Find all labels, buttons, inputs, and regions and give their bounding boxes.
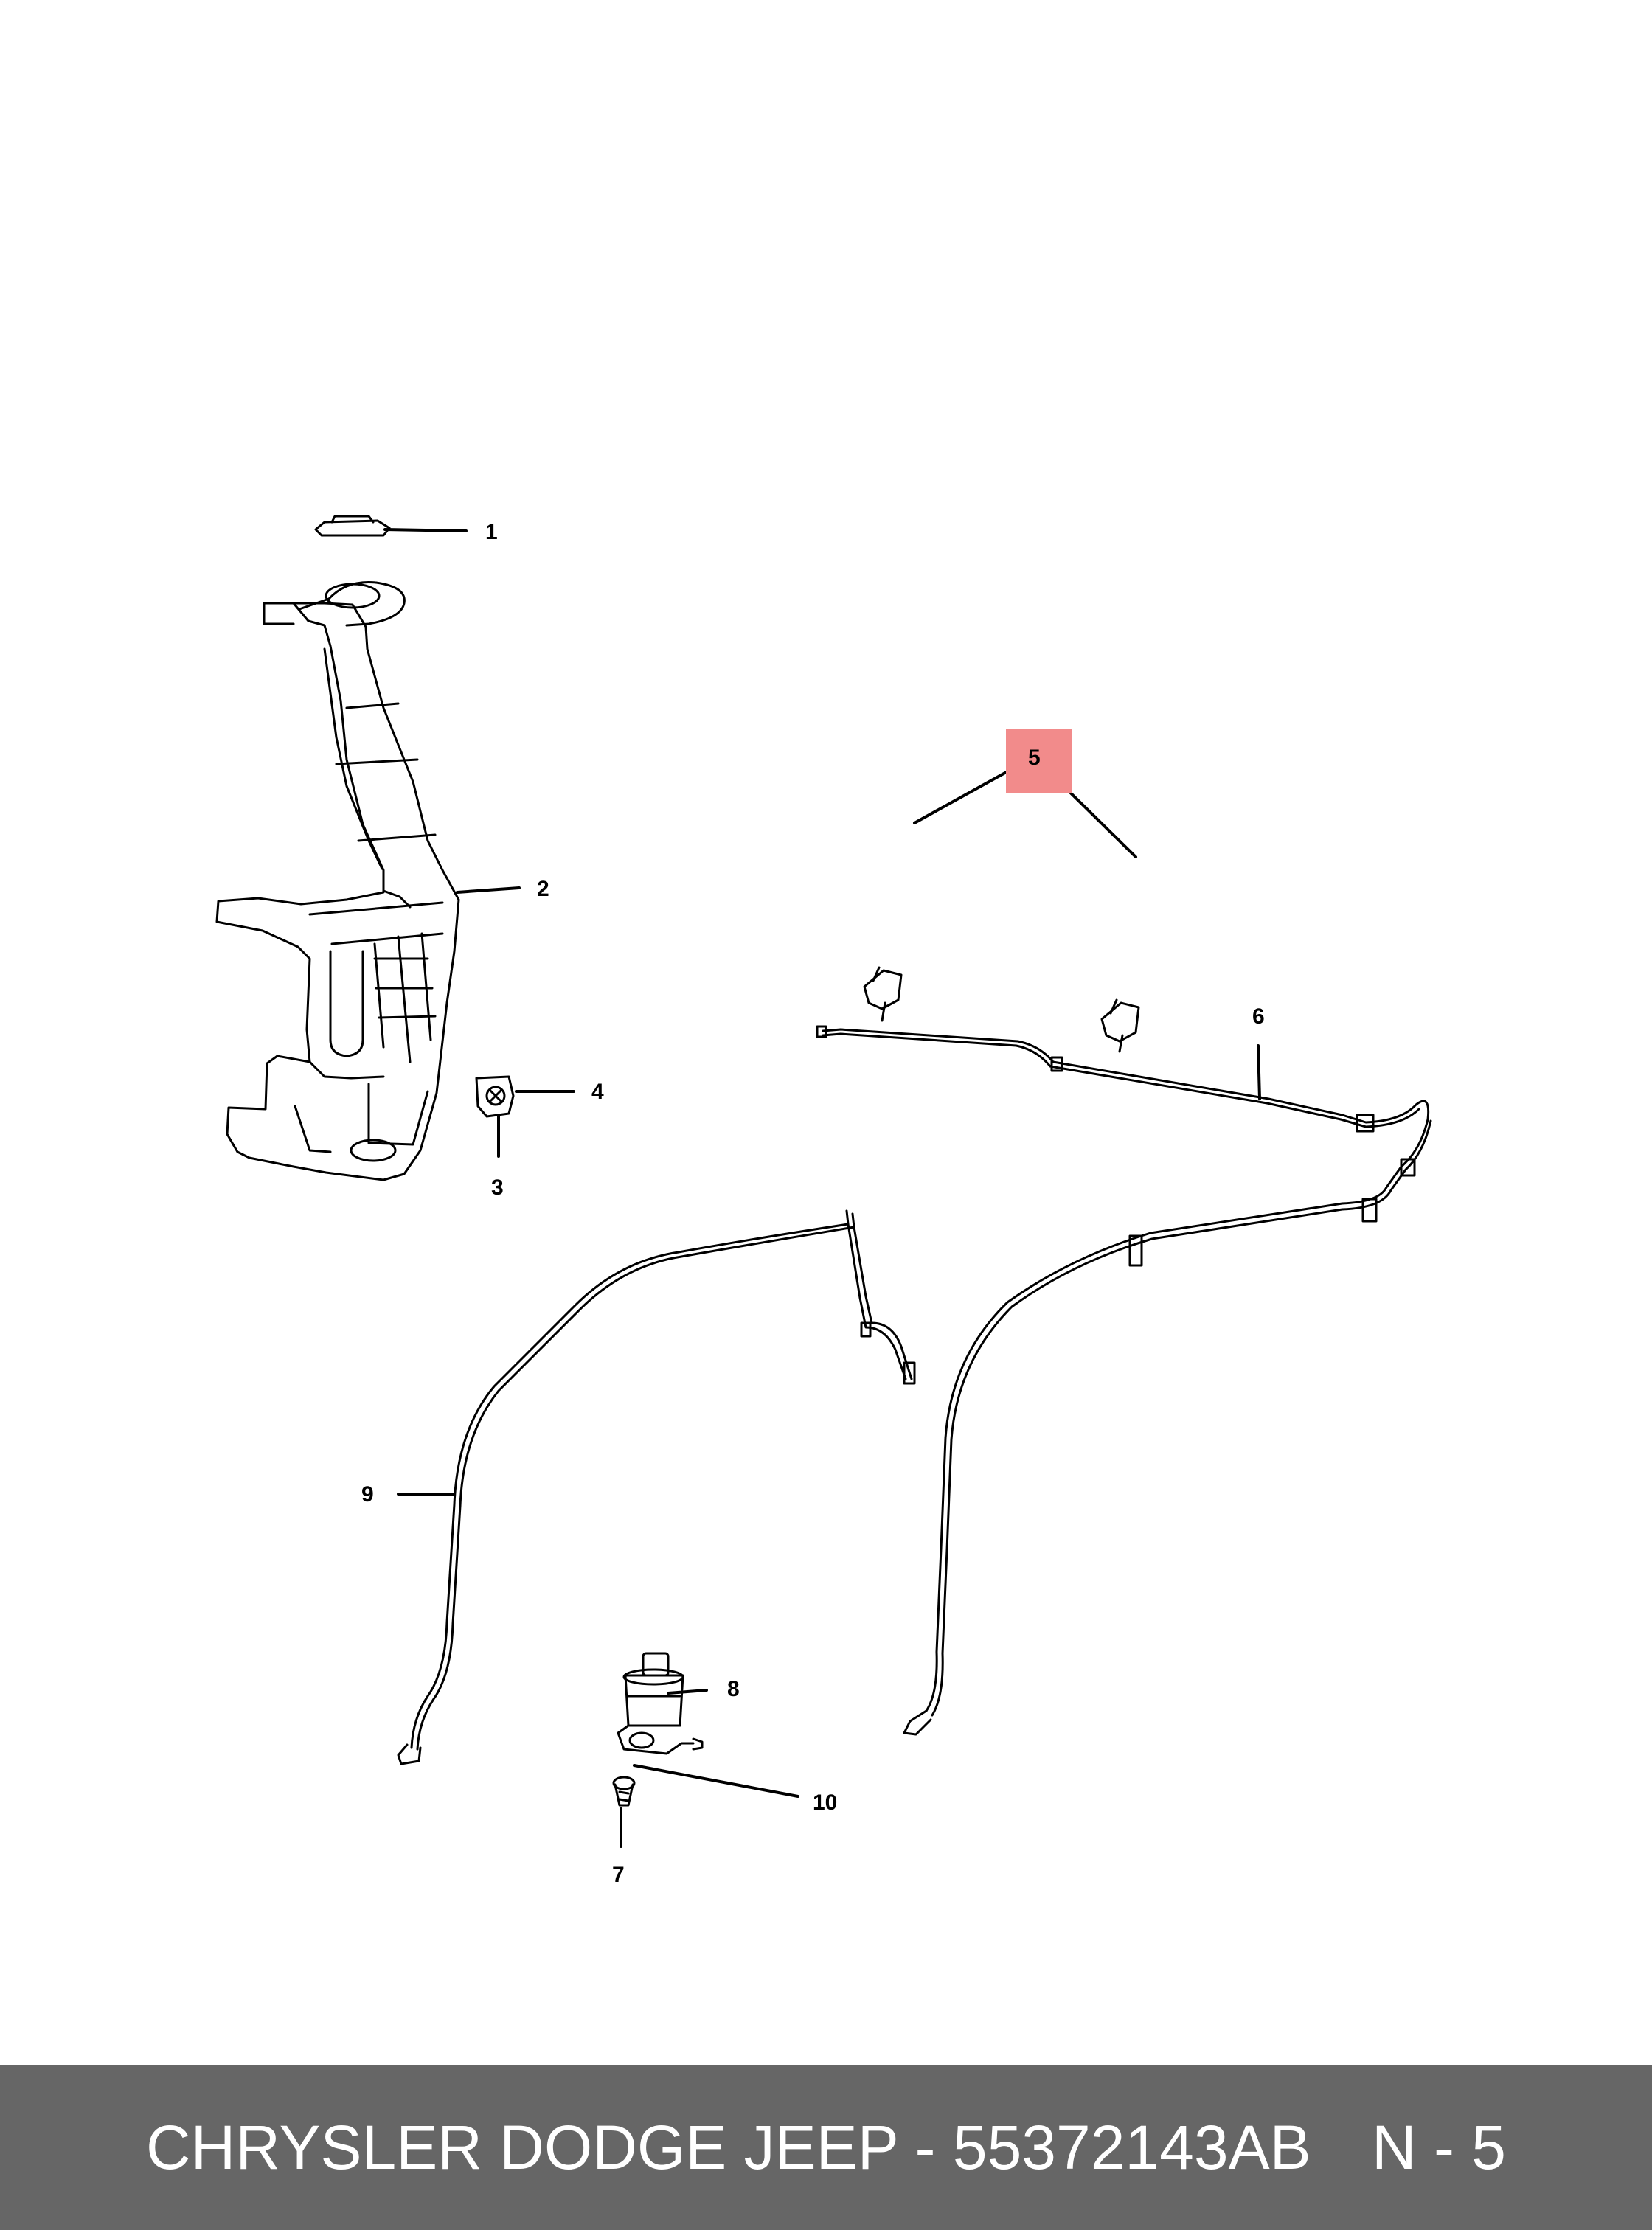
callout-3: 3 bbox=[491, 1175, 504, 1200]
reservoir-cap-part bbox=[314, 515, 391, 537]
callout-4: 4 bbox=[591, 1080, 604, 1104]
footer-bar: CHRYSLER DODGE JEEP - 55372143AB N - 5 bbox=[0, 2065, 1652, 2230]
diagram-ref-label: N - 5 bbox=[1372, 2113, 1507, 2182]
highlight-box bbox=[1006, 729, 1072, 793]
callout-8: 8 bbox=[727, 1677, 740, 1701]
callout-labels: 1 2 3 4 5 6 7 8 9 10 bbox=[361, 520, 1265, 1887]
callout-2: 2 bbox=[537, 877, 549, 901]
callout-6: 6 bbox=[1252, 1004, 1265, 1029]
washer-nozzles-part bbox=[863, 966, 1140, 1053]
leader-lines bbox=[384, 528, 1261, 1848]
washer-reservoir-part bbox=[215, 580, 460, 1181]
callout-1: 1 bbox=[485, 520, 498, 544]
callout-7: 7 bbox=[612, 1863, 625, 1887]
bracket-clip-part bbox=[475, 1075, 515, 1118]
callout-10: 10 bbox=[813, 1790, 837, 1815]
nozzle-hose-part bbox=[816, 1025, 1432, 1736]
callout-5: 5 bbox=[1028, 746, 1041, 770]
screw-part bbox=[612, 1776, 636, 1807]
callout-9: 9 bbox=[361, 1482, 374, 1507]
washer-hose-part bbox=[397, 1209, 916, 1765]
washer-pump-part bbox=[617, 1652, 704, 1755]
parts-diagram: 1 2 3 4 5 6 7 8 9 10 bbox=[215, 515, 1432, 1887]
part-number-label: CHRYSLER DODGE JEEP - 55372143AB bbox=[146, 2113, 1311, 2182]
